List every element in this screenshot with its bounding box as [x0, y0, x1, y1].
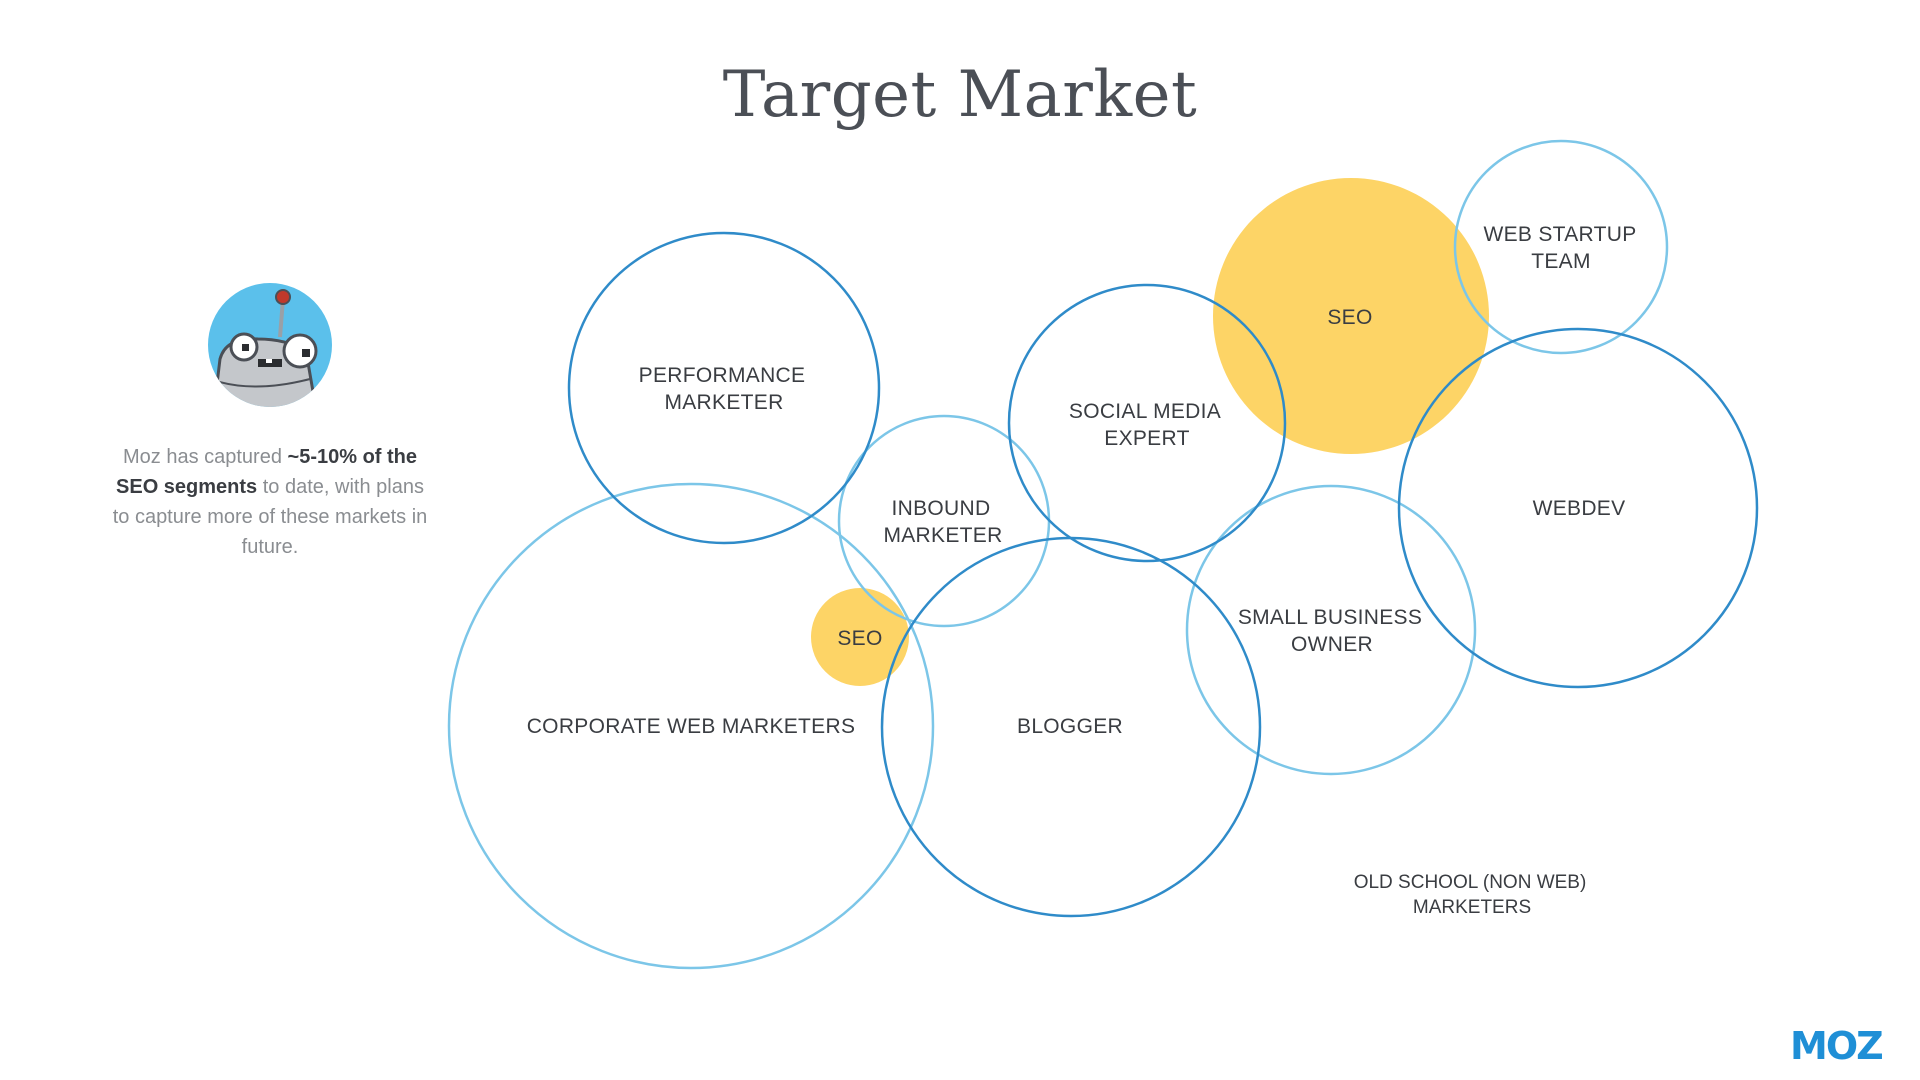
social-media-expert-circle	[1007, 283, 1287, 563]
inbound-marketer-circle	[837, 414, 1051, 628]
performance-marketer-label-1: PERFORMANCE	[639, 364, 806, 387]
small-business-owner-label-1: SMALL BUSINESS	[1238, 606, 1422, 629]
seo-large-circle	[1213, 178, 1489, 454]
small-business-owner-label-2: OWNER	[1291, 633, 1373, 656]
caption-text-1: Moz has captured	[122, 446, 288, 468]
old-school-label-2: MARKETERS	[1413, 897, 1531, 918]
slide-title: Target Market	[722, 58, 1198, 132]
moz-logo-text: MOZ	[1790, 1026, 1882, 1064]
old-school-label-1: OLD SCHOOL (NON WEB)	[1354, 872, 1587, 893]
caption-text-2: to date, with plans to capture more of t…	[112, 476, 428, 558]
moz-logo: MOZ	[1790, 1026, 1884, 1064]
performance-marketer-circle	[567, 231, 881, 545]
seo-large-label: SEO	[1327, 306, 1372, 329]
blogger-label: BLOGGER	[1017, 715, 1123, 738]
web-startup-team-label-1: WEB STARTUP	[1483, 223, 1636, 246]
inbound-marketer-label-2: MARKETER	[883, 524, 1002, 547]
small-business-owner-circle	[1185, 484, 1477, 776]
social-media-expert-label-1: SOCIAL MEDIA	[1069, 400, 1221, 423]
performance-marketer-label-2: MARKETER	[664, 391, 783, 414]
corporate-web-marketers-circle	[447, 482, 935, 970]
roger-robot-icon	[208, 283, 332, 407]
webdev-label: WEBDEV	[1533, 497, 1626, 520]
seo-small-circle	[811, 588, 909, 686]
inbound-marketer-label-1: INBOUND	[892, 497, 991, 520]
caption-bold-text: ~5-10% of the SEO segments	[116, 446, 417, 498]
webdev-circle	[1397, 327, 1759, 689]
web-startup-team-label-2: TEAM	[1531, 250, 1591, 273]
web-startup-team-circle	[1453, 139, 1669, 355]
seo-small-label: SEO	[837, 627, 882, 650]
corporate-web-marketers-label: CORPORATE WEB MARKETERS	[527, 715, 856, 738]
market-share-caption: Moz has captured ~5-10% of the SEO segme…	[110, 442, 430, 562]
social-media-expert-label-2: EXPERT	[1104, 427, 1189, 450]
